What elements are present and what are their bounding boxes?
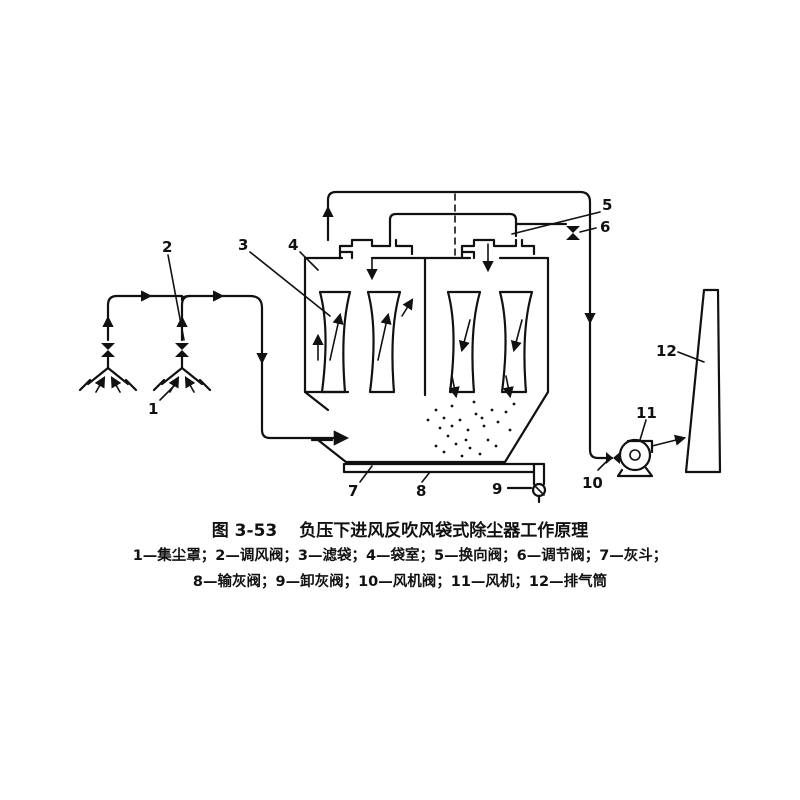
label-10: 10 (582, 474, 603, 492)
figure-number: 图 3-53 (211, 521, 278, 541)
reversing-valve-left (338, 238, 414, 260)
top-ductwork (322, 190, 614, 460)
figure-caption: 图 3-53 负压下进风反吹风袋式除尘器工作原理 (0, 516, 800, 541)
label-2: 2 (162, 238, 172, 256)
label-9: 9 (492, 480, 502, 498)
label-1: 1 (148, 400, 158, 418)
fan-valve (606, 452, 620, 464)
legend-line-2: 8—输灰阀；9—卸灰阀；10—风机阀；11—风机；12—排气筒 (192, 574, 608, 590)
reversing-valve-right (460, 238, 536, 260)
label-3: 3 (238, 236, 248, 254)
damper-valve-left (101, 343, 115, 357)
fan (616, 434, 687, 478)
label-12: 12 (656, 342, 677, 360)
label-5: 5 (602, 196, 612, 214)
dust-hood-right (152, 355, 212, 393)
inlet-duct (102, 290, 350, 446)
discharge-valve (506, 482, 547, 504)
conveyor (342, 462, 546, 486)
legend-line-1: 1—集尘罩；2—调风阀；3—滤袋；4—袋室；5—换向阀；6—调节阀；7—灰斗； (132, 548, 668, 564)
exhaust-stack (684, 288, 722, 474)
dust-hood-left (78, 355, 138, 393)
label-4: 4 (288, 236, 298, 254)
figure-title: 负压下进风反吹风袋式除尘器工作原理 (299, 521, 589, 541)
damper-valve-right (175, 343, 189, 357)
leader-lines (159, 211, 705, 483)
label-6: 6 (600, 218, 610, 236)
filter-bags (312, 290, 534, 399)
label-7: 7 (348, 482, 358, 500)
label-8: 8 (416, 482, 426, 500)
regulating-valve (566, 226, 580, 240)
falling-dust (426, 400, 516, 458)
baghouse-body (303, 256, 550, 464)
label-11: 11 (636, 404, 657, 422)
